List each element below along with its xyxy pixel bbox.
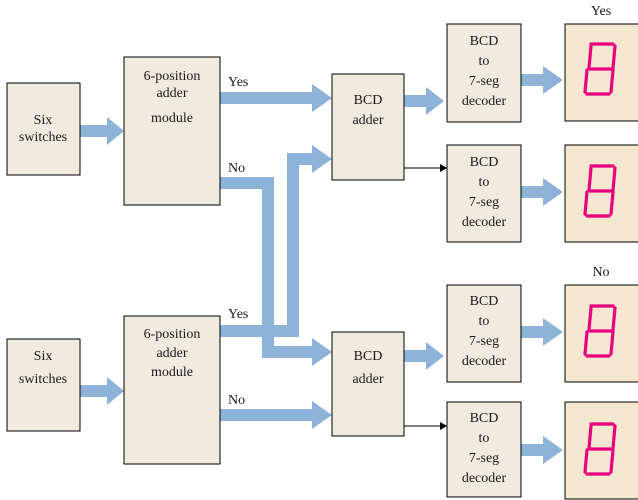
label-display-yes: Yes xyxy=(591,4,611,19)
decoder-2-label-1: BCD xyxy=(470,155,499,170)
decoder-2: BCD to 7-seg decoder xyxy=(446,144,522,243)
arrow-decoder-4-to-display-4 xyxy=(521,436,563,464)
decoder-1-label-4: decoder xyxy=(462,94,507,109)
adder-module-top-label-1: 6-position xyxy=(144,69,201,84)
decoder-1: BCD to 7-seg decoder xyxy=(446,23,522,123)
bcd-adder-bottom-label-2: adder xyxy=(352,372,383,387)
decoder-3-label-3: 7-seg xyxy=(469,334,499,349)
decoder-4-label-2: to xyxy=(479,431,490,446)
six-switches-top: Six switches xyxy=(6,82,81,176)
bcd-adder-top: BCD adder xyxy=(331,73,405,181)
bcd-adder-bottom-label-1: BCD xyxy=(354,349,383,364)
six-switches-bottom-label-2: switches xyxy=(19,372,67,387)
bcd-adder-top-label-2: adder xyxy=(352,113,383,128)
six-switches-top-label-2: switches xyxy=(19,130,67,145)
arrow-top-yes-to-bcd-adder xyxy=(220,84,332,112)
arrow-decoder-3-to-display-3 xyxy=(521,318,563,346)
arrow-top-no-to-bottom-bcd-adder xyxy=(220,177,332,366)
display-1-digit xyxy=(583,42,617,96)
display-1 xyxy=(564,23,638,122)
adder-module-top: 6-position adder module xyxy=(123,56,221,206)
arrow-switches-to-adder-bottom xyxy=(80,377,124,405)
display-2-digit xyxy=(583,164,617,218)
decoder-4-label-1: BCD xyxy=(470,411,499,426)
decoder-3-label-2: to xyxy=(479,314,490,329)
label-bottom-no: No xyxy=(228,393,245,408)
arrow-top-bcd-adder-to-decoder-1 xyxy=(404,87,444,115)
decoder-1-label-3: 7-seg xyxy=(469,74,499,89)
six-switches-bottom: Six switches xyxy=(6,338,81,432)
display-3 xyxy=(564,284,638,383)
adder-module-top-label-2: adder xyxy=(156,86,187,101)
adder-module-top-label-3: module xyxy=(151,111,193,126)
label-top-no: No xyxy=(228,161,245,176)
decoder-4: BCD to 7-seg decoder xyxy=(446,401,522,498)
adder-module-bottom: 6-position adder module xyxy=(123,315,221,465)
arrow-bottom-no-to-bcd-adder xyxy=(220,401,332,429)
arrow-switches-to-adder-top xyxy=(80,117,124,145)
arrow-bottom-bcd-adder-to-decoder-3 xyxy=(404,342,444,370)
decoder-4-label-4: decoder xyxy=(462,471,507,486)
adder-module-bottom-label-3: module xyxy=(151,365,193,380)
bcd-adder-bottom: BCD adder xyxy=(331,331,405,437)
bcd-adder-top-label-1: BCD xyxy=(354,93,383,108)
adder-module-bottom-label-1: 6-position xyxy=(144,327,201,342)
six-switches-top-label-1: Six xyxy=(34,113,53,128)
decoder-4-label-3: 7-seg xyxy=(469,451,499,466)
arrow-bottom-yes-to-top-bcd-adder xyxy=(220,145,332,337)
display-2 xyxy=(564,144,638,243)
decoder-2-label-3: 7-seg xyxy=(469,195,499,210)
decoder-1-label-1: BCD xyxy=(470,34,499,49)
display-4 xyxy=(564,401,638,500)
decoder-3-label-1: BCD xyxy=(470,294,499,309)
arrow-decoder-1-to-display-1 xyxy=(521,66,563,94)
arrow-decoder-2-to-display-2 xyxy=(521,178,563,206)
six-switches-bottom-label-1: Six xyxy=(34,349,53,364)
adder-module-bottom-label-2: adder xyxy=(156,346,187,361)
display-4-digit xyxy=(583,422,617,476)
decoder-2-label-2: to xyxy=(479,175,490,190)
label-bottom-yes: Yes xyxy=(228,307,248,322)
decoder-2-label-4: decoder xyxy=(462,215,507,230)
label-top-yes: Yes xyxy=(228,75,248,90)
decoder-1-label-2: to xyxy=(479,54,490,69)
display-3-digit xyxy=(583,304,617,358)
decoder-3-label-4: decoder xyxy=(462,354,507,369)
decoder-3: BCD to 7-seg decoder xyxy=(446,284,522,383)
label-display-no: No xyxy=(592,265,609,280)
